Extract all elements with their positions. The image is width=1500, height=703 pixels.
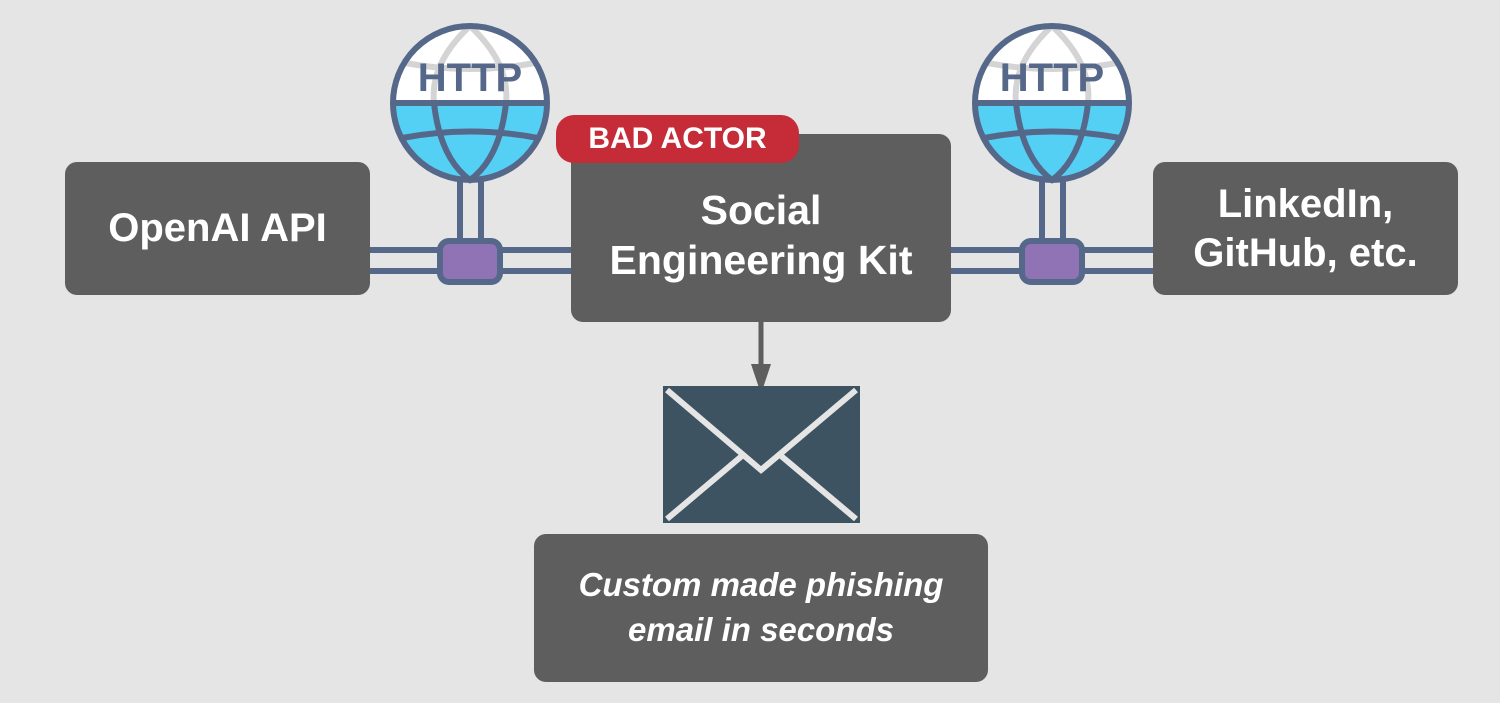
globe-label: HTTP (418, 56, 522, 100)
output-label-line2: email in seconds (628, 611, 894, 648)
social-engineering-kit-node: Social Engineering Kit (571, 134, 951, 322)
http-connector-right (951, 180, 1153, 285)
phishing-email-output-node: Custom made phishing email in seconds (534, 534, 988, 682)
envelope-icon (663, 386, 860, 523)
sources-label-line1: LinkedIn, (1217, 181, 1394, 226)
sources-label-line2: GitHub, etc. (1193, 230, 1418, 275)
data-sources-node: LinkedIn, GitHub, etc. (1153, 162, 1458, 295)
globe-icon-right: HTTP (972, 23, 1132, 184)
bad-actor-label: BAD ACTOR (588, 122, 767, 155)
globe-label: HTTP (1000, 56, 1104, 100)
kit-label-line1: Social (700, 186, 822, 233)
openai-api-node: OpenAI API (65, 162, 370, 295)
bad-actor-badge: BAD ACTOR (556, 115, 799, 163)
http-connector-left (370, 180, 571, 285)
output-label-line1: Custom made phishing (578, 566, 944, 604)
arrow-down-icon (751, 320, 771, 388)
globe-icon-left: HTTP (390, 23, 550, 184)
openai-api-label: OpenAI API (108, 206, 327, 251)
kit-label-line2: Engineering Kit (609, 237, 913, 283)
